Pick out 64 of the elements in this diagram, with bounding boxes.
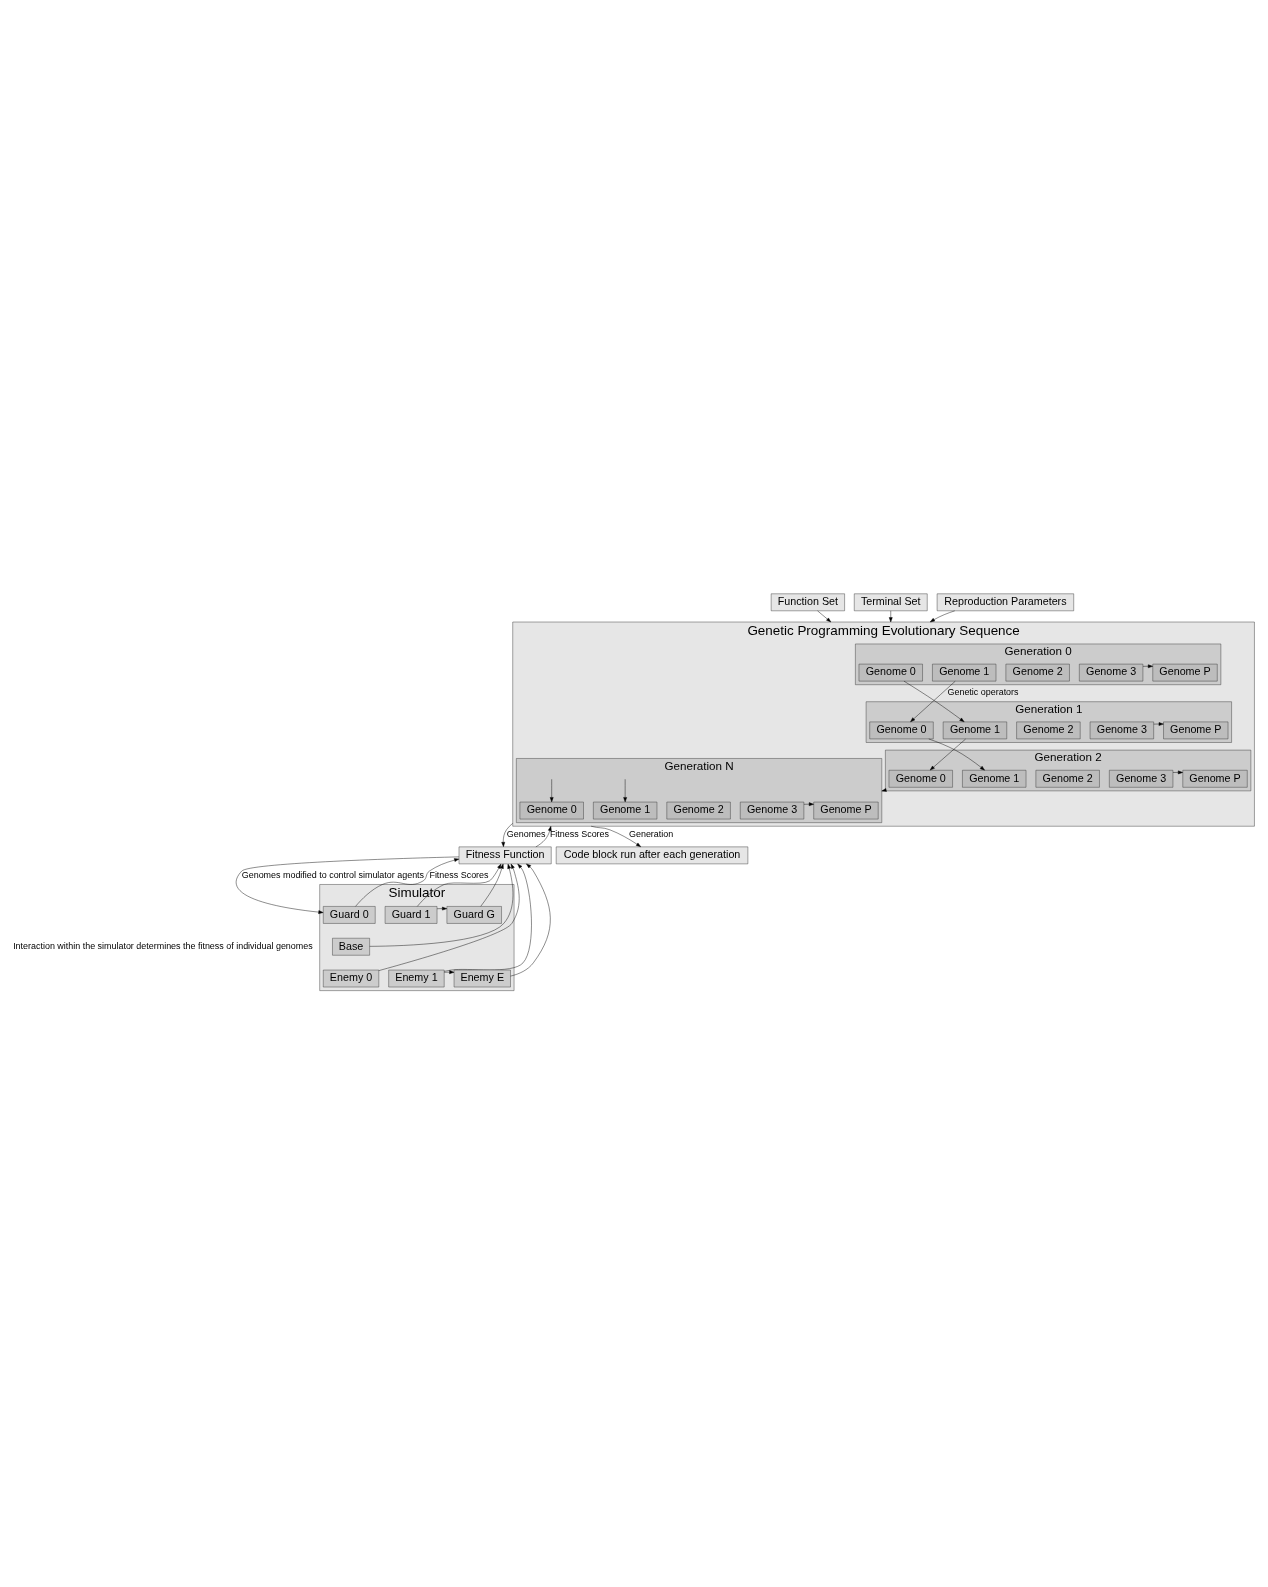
node-box: Genome 1 bbox=[942, 721, 1007, 739]
node-box: Genome 2 bbox=[1035, 769, 1100, 787]
arrow bbox=[436, 906, 448, 910]
arrow bbox=[929, 610, 955, 622]
arrow bbox=[1153, 721, 1164, 726]
arrow bbox=[910, 680, 956, 722]
node-box: Genome 3 bbox=[740, 801, 805, 819]
node-box: Guard G bbox=[446, 905, 502, 924]
node-box: Function Set bbox=[770, 593, 845, 611]
arrow bbox=[1142, 663, 1153, 668]
arrow bbox=[444, 969, 455, 974]
arrow bbox=[235, 856, 460, 914]
node-box: Genome 3 bbox=[1089, 721, 1154, 739]
node-box: Genome 2 bbox=[1005, 663, 1070, 681]
arrow bbox=[623, 778, 627, 802]
node-box: Genome 1 bbox=[962, 769, 1027, 787]
node-box: Genome 2 bbox=[666, 801, 731, 819]
arrow bbox=[417, 863, 502, 907]
edge-label: Generation bbox=[629, 828, 674, 839]
arrow bbox=[378, 863, 520, 971]
node-box: Genome 0 bbox=[869, 721, 934, 739]
edge-label: Genomes bbox=[506, 828, 546, 839]
arrow bbox=[803, 801, 814, 806]
arrow bbox=[929, 738, 966, 770]
node-box: Guard 0 bbox=[323, 905, 376, 924]
node-box: Reproduction Parameters bbox=[936, 593, 1074, 611]
node-box: Enemy E bbox=[453, 969, 511, 987]
node-box: Genome 0 bbox=[519, 801, 584, 819]
arrow bbox=[888, 610, 893, 622]
arrow bbox=[817, 610, 832, 622]
node-box: Genome P bbox=[1163, 721, 1229, 739]
node-box: Genome P bbox=[1182, 769, 1248, 787]
node-box: Genome 3 bbox=[1079, 663, 1144, 681]
node-box: Genome P bbox=[813, 801, 879, 819]
edge-label: Genetic operators bbox=[947, 686, 1019, 697]
node-box: Code block run after each generation bbox=[555, 846, 749, 864]
node-box: Fitness Function bbox=[458, 846, 552, 864]
arrow bbox=[355, 857, 460, 907]
node-box: Genome P bbox=[1152, 663, 1218, 681]
arrow bbox=[549, 778, 554, 802]
node-box: Genome 0 bbox=[888, 769, 953, 787]
arrow bbox=[535, 825, 552, 847]
node-box: Enemy 1 bbox=[388, 969, 445, 987]
node-box: Enemy 0 bbox=[323, 969, 380, 987]
node-box: Guard 1 bbox=[384, 905, 438, 924]
node-box: Genome 1 bbox=[932, 663, 997, 681]
node-box: Terminal Set bbox=[854, 593, 928, 611]
edge-label: Genomes modified to control simulator agents bbox=[241, 869, 425, 880]
arrow bbox=[928, 738, 985, 770]
edge-label: Fitness Scores bbox=[429, 869, 489, 880]
node-box: Base bbox=[332, 937, 370, 955]
arrow bbox=[1172, 770, 1183, 774]
node-box: Genome 3 bbox=[1109, 769, 1174, 787]
arrow bbox=[590, 825, 641, 847]
arrow bbox=[501, 822, 513, 847]
arrow bbox=[510, 863, 551, 976]
arrow bbox=[903, 680, 965, 722]
arrow bbox=[480, 863, 504, 907]
arrow bbox=[369, 863, 514, 947]
node-box: Genome 1 bbox=[593, 801, 658, 819]
node-box: Genome 0 bbox=[858, 663, 923, 681]
label: Interaction within the simulator determines the fitness of individual genomes bbox=[13, 940, 313, 951]
node-box: Genome 2 bbox=[1016, 721, 1081, 739]
edge-label: Fitness Scores bbox=[549, 828, 610, 839]
